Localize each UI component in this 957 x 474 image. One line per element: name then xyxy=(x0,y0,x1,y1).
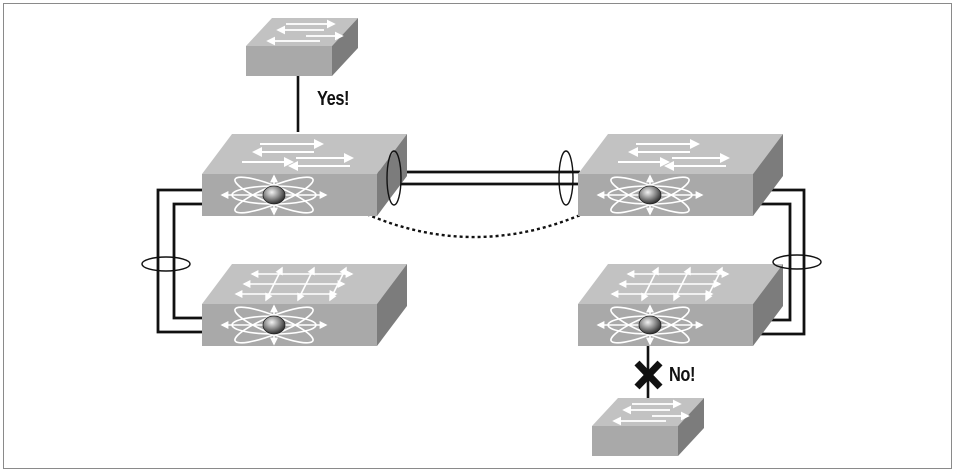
no-label: No! xyxy=(669,364,696,386)
multilayer-switch-icon-stack-left xyxy=(202,264,407,349)
l2-switch-icon-top xyxy=(246,18,358,76)
cable-left-outer xyxy=(156,188,202,334)
port-channel-ellipse-icon xyxy=(558,150,574,206)
diagram-frame xyxy=(3,3,952,469)
multilayer-switch-icon-core-right xyxy=(578,134,783,219)
port-channel-ellipses xyxy=(141,150,822,272)
yes-label: Yes! xyxy=(317,88,350,110)
l2-switch-icon-bottom xyxy=(592,398,704,456)
x-mark-icon xyxy=(634,360,663,390)
cable-left-inner xyxy=(172,202,202,320)
multilayer-switch-icon-stack-right xyxy=(578,264,783,349)
cable-logical-dotted xyxy=(344,202,597,239)
port-channel-ellipse-icon xyxy=(141,256,191,272)
cables xyxy=(156,74,806,400)
port-channel-ellipse-icon xyxy=(772,254,822,270)
multilayer-switch-icon-core-left xyxy=(202,134,407,219)
port-channel-ellipse-icon xyxy=(386,150,402,206)
